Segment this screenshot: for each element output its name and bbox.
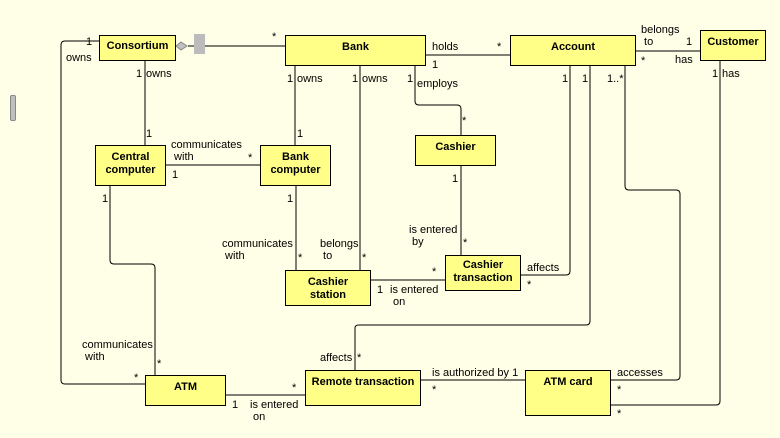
role-label: has	[722, 68, 740, 80]
role-label: affects	[320, 352, 353, 364]
multiplicity: 1	[287, 193, 294, 205]
role-label: communicates with	[222, 238, 293, 262]
role-label: employs	[417, 78, 458, 90]
multiplicity: 1	[407, 73, 414, 85]
multiplicity: 1	[297, 128, 304, 140]
class-customer[interactable]: Customer	[700, 30, 766, 61]
role-label: owns	[66, 52, 92, 64]
multiplicity: 1..*	[607, 73, 624, 85]
multiplicity: 1	[232, 399, 239, 411]
class-central-computer[interactable]: Central computer	[95, 145, 166, 186]
multiplicity: *	[617, 408, 622, 420]
multiplicity: 1	[86, 36, 93, 48]
class-bank-computer[interactable]: Bank computer	[260, 145, 331, 186]
scroll-handle[interactable]	[10, 95, 16, 121]
assoc-rt-account[interactable]	[354, 65, 591, 370]
multiplicity: 1	[102, 193, 109, 205]
assoc-card-account[interactable]	[610, 65, 681, 381]
aggregation-diamond-icon	[175, 41, 188, 51]
multiplicity: *	[157, 358, 162, 370]
role-label: is entered on	[390, 284, 439, 308]
class-atm[interactable]: ATM	[145, 375, 226, 406]
assoc-consortium-atm[interactable]	[60, 40, 146, 385]
multiplicity: *	[357, 352, 362, 364]
role-label: is entered on	[250, 399, 299, 423]
multiplicity: 1	[712, 68, 719, 80]
multiplicity: 1	[146, 128, 153, 140]
multiplicity: 1	[172, 169, 179, 181]
assoc-cc-atm[interactable]	[109, 185, 156, 375]
multiplicity: *	[248, 152, 253, 164]
class-cashier-station[interactable]: Cashier station	[285, 270, 371, 306]
class-account[interactable]: Account	[510, 35, 636, 66]
class-consortium[interactable]: Consortium	[99, 35, 176, 61]
multiplicity: *	[641, 55, 646, 67]
role-label: is authorized by 1	[432, 367, 519, 379]
role-label: owns	[362, 73, 388, 85]
multiplicity: 1	[287, 73, 294, 85]
assoc-bank-cashier[interactable]	[414, 64, 462, 135]
multiplicity: *	[462, 115, 467, 127]
assoc-ct-account[interactable]	[520, 65, 571, 276]
multiplicity: 1	[562, 73, 569, 85]
role-label: accesses	[617, 367, 663, 379]
class-cashier[interactable]: Cashier	[415, 135, 496, 166]
assoc-card-customer[interactable]	[610, 60, 721, 406]
selection-handle[interactable]	[194, 34, 205, 54]
multiplicity: *	[134, 372, 139, 384]
multiplicity: *	[463, 237, 468, 249]
class-atm-card[interactable]: ATM card	[525, 370, 611, 416]
class-remote-transaction[interactable]: Remote transaction	[305, 370, 421, 406]
multiplicity: *	[432, 266, 437, 278]
role-label: belongs to	[641, 24, 680, 48]
class-bank[interactable]: Bank	[285, 35, 426, 66]
role-label: has	[675, 54, 693, 66]
multiplicity: 1	[377, 284, 384, 296]
multiplicity: *	[617, 384, 622, 396]
multiplicity: *	[497, 41, 502, 53]
role-label: owns	[297, 73, 323, 85]
role-label: communicates with	[82, 339, 153, 363]
multiplicity: 1	[582, 73, 589, 85]
multiplicity: 1	[136, 68, 143, 80]
role-label: communicates with	[171, 139, 242, 163]
multiplicity: *	[292, 382, 297, 394]
multiplicity: *	[272, 31, 277, 43]
role-label: holds	[432, 41, 459, 53]
multiplicity: 1	[452, 173, 459, 185]
multiplicity: *	[362, 252, 367, 264]
multiplicity: 1	[686, 36, 693, 48]
multiplicity: *	[527, 279, 532, 291]
role-label: is entered by	[409, 224, 458, 248]
multiplicity: *	[432, 384, 437, 396]
multiplicity: 1	[352, 73, 359, 85]
role-label: belongs to	[320, 238, 359, 262]
class-cashier-transaction[interactable]: Cashier transaction	[445, 255, 521, 291]
role-label: affects	[527, 262, 560, 274]
multiplicity: *	[298, 252, 303, 264]
multiplicity: 1	[432, 59, 439, 71]
role-label: owns	[146, 68, 172, 80]
